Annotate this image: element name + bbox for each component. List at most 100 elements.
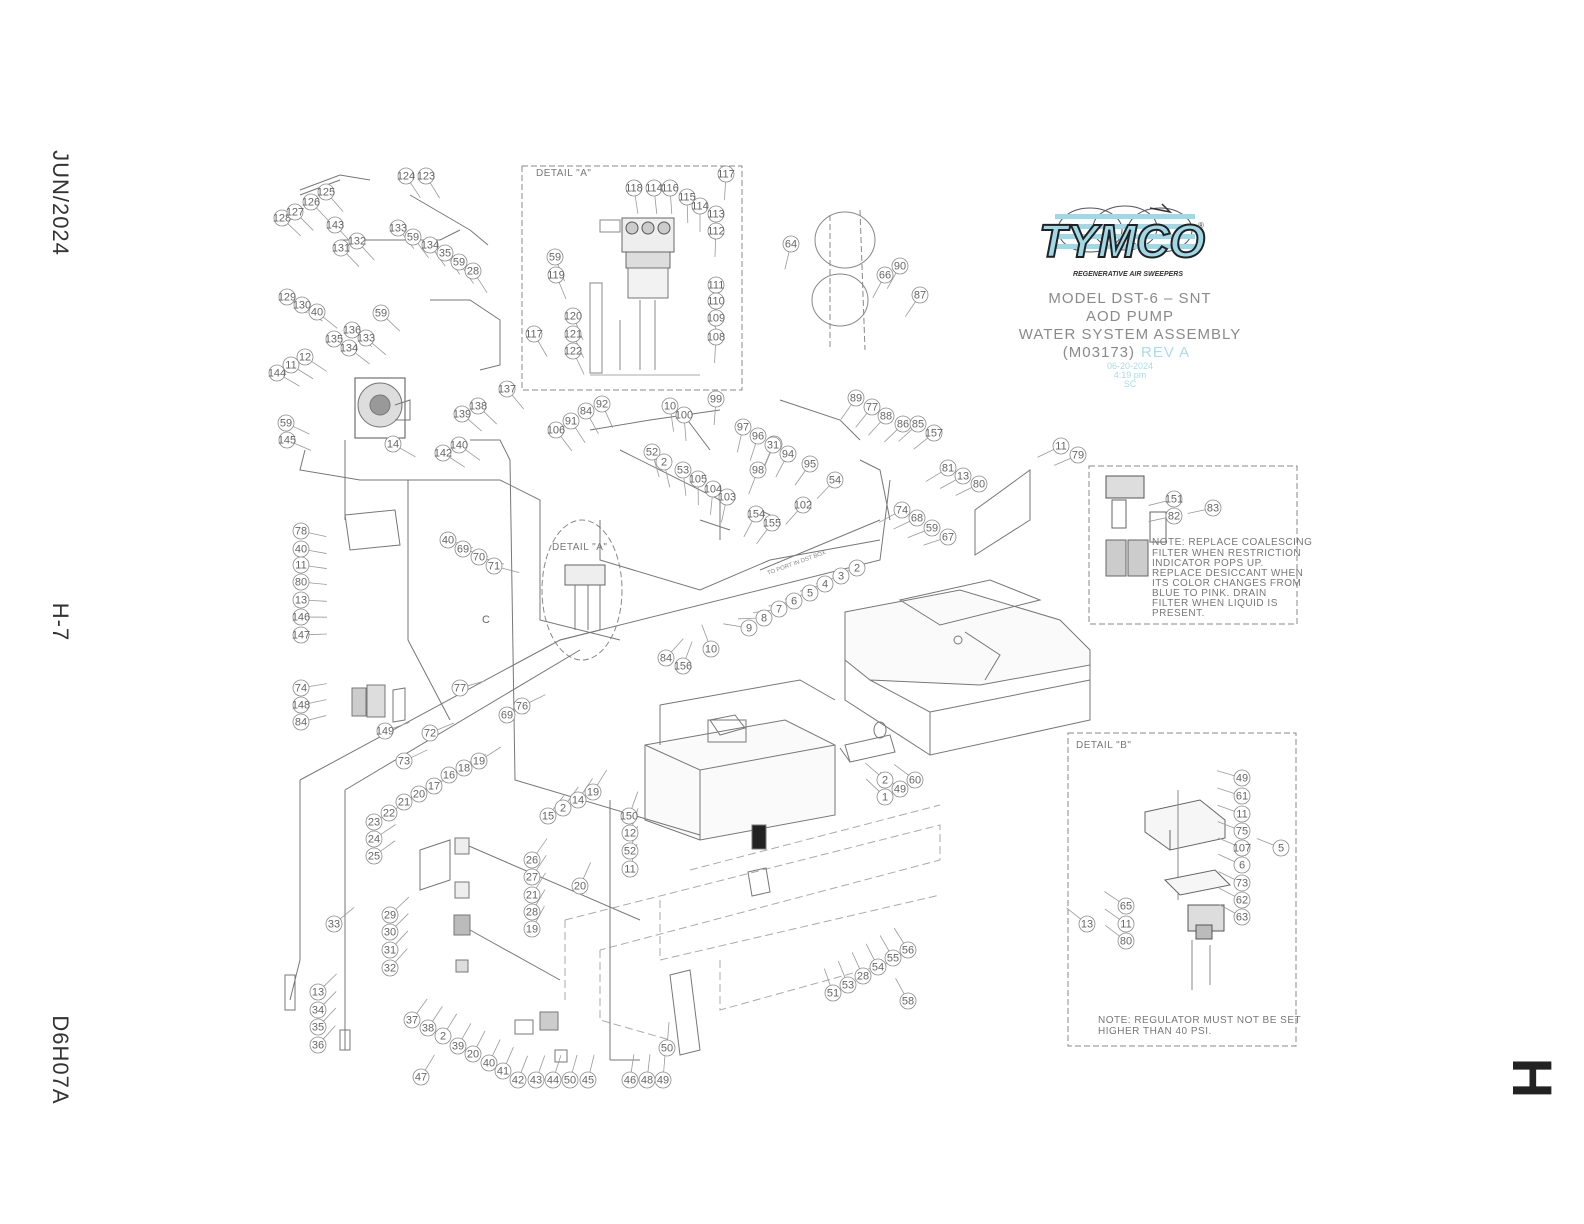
callout-number: 39 [452, 1041, 464, 1053]
callout-balloon: 89 [847, 389, 865, 407]
callout-circle [655, 453, 673, 471]
callout-number: 13 [1081, 919, 1093, 931]
callout-balloon: 58 [899, 992, 917, 1010]
filter-note-line-2: FILTER WHEN RESTRICTION [1152, 548, 1301, 559]
callout-leader [1104, 908, 1120, 920]
callout-balloon: 123 [417, 167, 435, 185]
callout-number: 49 [657, 1075, 669, 1087]
callout-number: 11 [285, 360, 296, 372]
callout-number: 108 [707, 332, 725, 344]
callout-circle [513, 697, 531, 715]
callout-balloon: 43 [527, 1071, 545, 1089]
callout-number: 114 [645, 183, 663, 195]
callout-balloon: 9 [740, 619, 758, 637]
callout-leader [529, 694, 546, 703]
callout-balloon: 82 [1165, 507, 1183, 525]
callout-circle [702, 640, 720, 658]
callout-leader [323, 1025, 336, 1040]
callout-leader [536, 855, 547, 871]
callout-circle [564, 325, 582, 343]
callout-circle [469, 397, 487, 415]
detail-a-reference-title: DETAIL "A" [552, 542, 607, 553]
callout-balloon: 157 [925, 424, 943, 442]
callout-leader [667, 1022, 670, 1041]
callout-leader [723, 623, 742, 628]
callout-circle [876, 788, 894, 806]
callout-circle [891, 780, 909, 798]
callout-balloon: 8 [755, 609, 773, 627]
callout-balloon: 12 [621, 824, 639, 842]
callout-number: 29 [384, 910, 396, 922]
callout-circle [451, 679, 469, 697]
callout-circle [939, 459, 957, 477]
callout-circle [801, 584, 819, 602]
callout-number: 147 [292, 630, 310, 642]
callout-leader [511, 394, 524, 410]
callout-number: 113 [707, 209, 725, 221]
callout-leader [308, 699, 327, 704]
callout-balloon: 69 [498, 706, 516, 724]
callout-balloon: 69 [454, 540, 472, 558]
callout-leader [840, 404, 852, 420]
callout-balloon: 27 [523, 868, 541, 886]
callout-circle [707, 292, 725, 310]
callout-circle [876, 266, 894, 284]
callout-leader [308, 532, 327, 538]
callout-circle [561, 1071, 579, 1089]
callout-number: 50 [564, 1075, 576, 1087]
callout-balloon: 84 [577, 402, 595, 420]
callout-balloon: 62 [1233, 891, 1251, 909]
callout-number: 41 [497, 1066, 509, 1078]
callout-circle [832, 567, 850, 585]
callout-circle [906, 771, 924, 789]
callout-number: 157 [925, 428, 943, 440]
callout-number: 80 [1120, 936, 1132, 948]
callout-leader [763, 451, 772, 469]
callout-number: 119 [547, 270, 565, 282]
callout-balloon: 134 [340, 339, 358, 357]
callout-leader [1217, 804, 1235, 812]
callout-circle [579, 1071, 597, 1089]
callout-leader [346, 253, 360, 267]
callout-leader [670, 195, 673, 214]
callout-leader [724, 181, 726, 200]
callout-balloon: 40 [480, 1054, 498, 1072]
callout-number: 12 [299, 352, 311, 364]
callout-circle [523, 903, 541, 921]
callout-balloon: 74 [292, 679, 310, 697]
callout-balloon: 74 [893, 501, 911, 519]
callout-number: 24 [368, 834, 380, 846]
callout-balloon: 40 [308, 303, 326, 321]
callout-circle [309, 983, 327, 1001]
callout-leader [461, 1023, 472, 1040]
callout-leader [399, 447, 416, 458]
callout-balloon: 131 [332, 239, 350, 257]
callout-balloon: 80 [292, 573, 310, 591]
callout-balloon: 119 [547, 266, 565, 284]
callout-balloon: 32 [381, 959, 399, 977]
callout-balloon: 87 [911, 286, 929, 304]
callout-balloon: 124 [397, 167, 415, 185]
callout-balloon: 5 [1272, 839, 1290, 857]
callout-number: 6 [1239, 860, 1245, 872]
callout-number: 151 [1165, 494, 1183, 506]
callout-circle [848, 559, 866, 577]
callout-number: 111 [708, 280, 725, 292]
callout-circle [826, 471, 844, 489]
logo-tagline: REGENERATIVE AIR SWEEPERS [1073, 271, 1183, 278]
callout-balloon: 10 [661, 397, 679, 415]
callout-balloon: 147 [292, 626, 310, 644]
callout-balloon: 21 [395, 793, 413, 811]
callout-number: 138 [469, 401, 487, 413]
callout-balloon: 134 [421, 236, 439, 254]
callout-balloon: 50 [658, 1039, 676, 1057]
callout-leader [297, 368, 314, 380]
callout-leader [701, 624, 709, 642]
callout-number: 125 [317, 187, 335, 199]
callout-leader [1187, 509, 1206, 514]
callout-balloon: 128 [273, 209, 291, 227]
callout-circle [425, 777, 443, 795]
callout-balloon: 5 [801, 584, 819, 602]
filter-note-line-8: PRESENT. [1152, 608, 1205, 619]
callout-balloon: 51 [824, 984, 842, 1002]
